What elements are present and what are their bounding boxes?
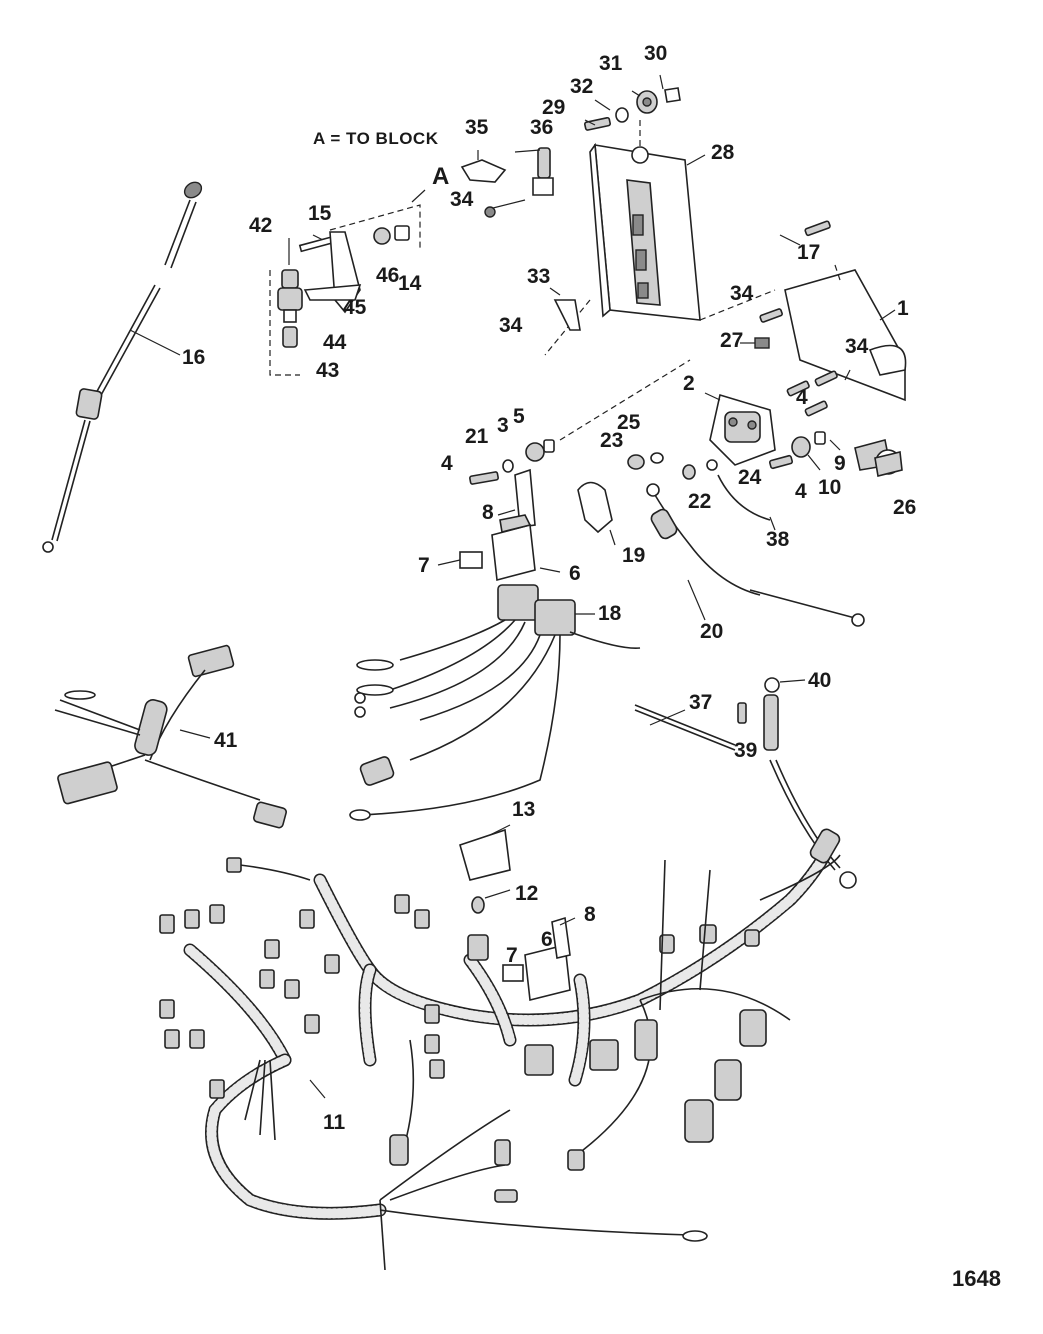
callout-10: 10 xyxy=(818,476,841,499)
part-18-harness xyxy=(349,584,641,821)
part-19-boot xyxy=(577,481,613,534)
callout-34-bracket: 34 xyxy=(845,335,869,358)
callout-21: 21 xyxy=(465,425,489,448)
callout-5: 5 xyxy=(513,405,525,428)
callout-4-bracket: 4 xyxy=(796,386,808,409)
callout-7-lower: 7 xyxy=(506,944,518,967)
callout-11: 11 xyxy=(323,1111,346,1134)
callout-23: 23 xyxy=(600,429,623,452)
callout-32: 32 xyxy=(570,75,593,98)
callout-25: 25 xyxy=(617,411,641,434)
callout-39: 39 xyxy=(734,739,757,762)
callout-4-solenoid: 4 xyxy=(795,480,807,503)
callout-18: 18 xyxy=(598,602,622,625)
callout-30: 30 xyxy=(644,42,667,65)
callout-34-mid: 34 xyxy=(499,314,523,337)
callout-15: 15 xyxy=(308,202,332,225)
part-26-clamp xyxy=(874,449,903,477)
parts-12-13-lower xyxy=(459,828,571,1001)
callout-6-lower: 6 xyxy=(541,928,553,951)
parts-20-38-cables xyxy=(646,474,865,627)
callout-26: 26 xyxy=(893,496,916,519)
leader-lines xyxy=(129,74,896,1099)
callout-4-left: 4 xyxy=(441,452,453,475)
callout-42: 42 xyxy=(249,214,272,237)
callout-33: 33 xyxy=(527,265,550,288)
callout-34-right: 34 xyxy=(730,282,754,305)
callout-labels: 30 31 32 29 35 36 28 34 15 42 46 14 45 4… xyxy=(182,42,916,1134)
callout-3: 3 xyxy=(497,414,509,437)
callout-35: 35 xyxy=(465,116,489,139)
callout-9: 9 xyxy=(834,452,846,475)
callout-8-lower: 8 xyxy=(584,903,596,926)
note-to-block: A = TO BLOCK xyxy=(313,129,439,148)
callout-20: 20 xyxy=(700,620,723,643)
callout-1: 1 xyxy=(897,297,909,320)
part-41-harness xyxy=(54,644,287,829)
callout-2: 2 xyxy=(683,372,695,395)
callout-6: 6 xyxy=(569,562,581,585)
parts-29-32-fasteners xyxy=(584,87,681,131)
callout-14: 14 xyxy=(398,272,422,295)
callout-29: 29 xyxy=(542,96,565,119)
callout-31: 31 xyxy=(599,52,623,75)
callout-37: 37 xyxy=(689,691,712,714)
callout-38: 38 xyxy=(766,528,790,551)
part-16-cable xyxy=(42,181,203,553)
callout-36: 36 xyxy=(530,116,553,139)
callout-19: 19 xyxy=(622,544,645,567)
callout-43: 43 xyxy=(316,359,339,382)
part-6-relay xyxy=(459,514,536,582)
parts-42-46-assembly xyxy=(269,204,421,376)
callout-13: 13 xyxy=(512,798,535,821)
callout-24: 24 xyxy=(738,466,762,489)
callout-a: A xyxy=(432,163,449,190)
callout-34-top: 34 xyxy=(450,188,474,211)
callout-45: 45 xyxy=(343,296,367,319)
callout-17: 17 xyxy=(797,241,820,264)
callout-46: 46 xyxy=(376,264,399,287)
callout-44: 44 xyxy=(323,331,347,354)
callout-16: 16 xyxy=(182,346,205,369)
callout-41: 41 xyxy=(214,729,238,752)
parts-3-5-8-21 xyxy=(469,439,555,528)
part-11-main-harness xyxy=(159,828,841,1271)
callout-28: 28 xyxy=(711,141,735,164)
callout-7: 7 xyxy=(418,554,430,577)
parts-34-35-36 xyxy=(460,147,554,218)
part-1-bracket xyxy=(559,220,907,441)
callout-22: 22 xyxy=(688,490,711,513)
parts-22-25-hardware xyxy=(627,452,794,480)
callout-12: 12 xyxy=(515,882,538,905)
callout-8: 8 xyxy=(482,501,494,524)
part-28-ecm xyxy=(544,120,701,356)
callout-40: 40 xyxy=(808,669,831,692)
figure-number: 1648 xyxy=(952,1266,1001,1291)
callout-27: 27 xyxy=(720,329,743,352)
